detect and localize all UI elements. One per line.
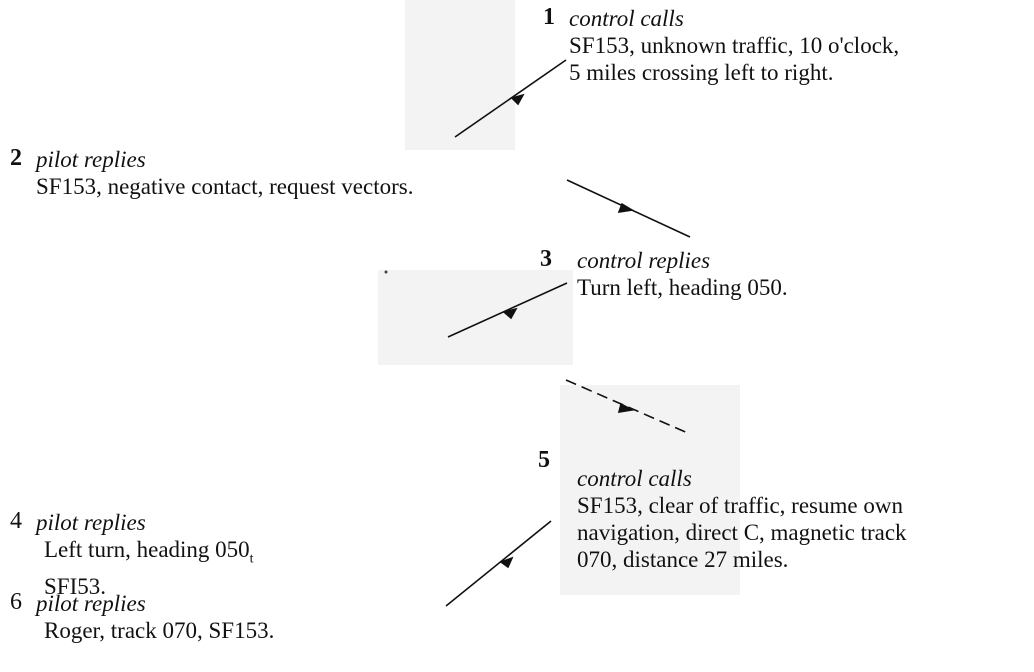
message-line-4-1: Left turn, heading 050t bbox=[36, 536, 254, 573]
track-line-4 bbox=[565, 379, 691, 435]
traffic-track-1 bbox=[454, 59, 567, 138]
exchange-6: pilot replies Roger, track 070, SF153. bbox=[36, 590, 274, 644]
message-line-5-2: navigation, direct C, magnetic track bbox=[577, 520, 907, 545]
message-line-2-1: SF153, negative contact, request vectors… bbox=[36, 174, 414, 199]
exchange-4: pilot replies Left turn, heading 050t SF… bbox=[36, 509, 254, 600]
track-line-1 bbox=[454, 59, 567, 138]
exchange-number-1: 1 bbox=[543, 4, 555, 30]
message-line-5-3: 070, distance 27 miles. bbox=[577, 547, 789, 572]
traffic-track-4-dashed bbox=[565, 379, 691, 435]
exchange-number-2: 2 bbox=[10, 145, 22, 171]
speaker-label-3: control replies bbox=[577, 248, 711, 273]
exchange-number-4: 4 bbox=[10, 508, 22, 534]
scan-dot bbox=[384, 270, 388, 274]
arrow-head-2 bbox=[617, 202, 635, 213]
message-line-3-1: Turn left, heading 050. bbox=[577, 275, 788, 300]
exchange-3: control replies Turn left, heading 050. bbox=[577, 247, 788, 301]
speaker-label-2: pilot replies bbox=[36, 147, 146, 172]
message-line-6-1: Roger, track 070, SF153. bbox=[44, 618, 275, 643]
scan-shadow-mid bbox=[378, 270, 573, 365]
exchange-number-6: 6 bbox=[10, 589, 22, 615]
traffic-track-2 bbox=[566, 179, 691, 238]
speaker-label-6: pilot replies bbox=[36, 591, 146, 616]
traffic-track-3 bbox=[447, 282, 568, 338]
arrow-head-1 bbox=[510, 93, 525, 106]
message-line-5-1: SF153, clear of traffic, resume own bbox=[577, 493, 903, 518]
track-line-3 bbox=[447, 282, 568, 338]
track-line-5 bbox=[445, 520, 552, 607]
exchange-5: control calls SF153, clear of traffic, r… bbox=[577, 465, 1023, 573]
exchange-number-5: 5 bbox=[538, 447, 550, 473]
arrow-head-3 bbox=[502, 307, 518, 320]
exchange-2: pilot replies SF153, negative contact, r… bbox=[36, 146, 413, 200]
arrow-head-5 bbox=[499, 556, 514, 569]
exchange-number-3: 3 bbox=[540, 246, 552, 272]
speaker-label-5: control calls bbox=[577, 466, 692, 491]
message-line-4-2: SFI53. bbox=[44, 573, 106, 599]
message-line-4-1-text: Left turn, heading 050 bbox=[44, 537, 250, 562]
subscript-mark: t bbox=[249, 551, 254, 567]
message-line-1-1: SF153, unknown traffic, 10 o'clock, bbox=[569, 33, 900, 58]
message-line-1-2: 5 miles crossing left to right. bbox=[569, 60, 834, 85]
speaker-label-1: control calls bbox=[569, 6, 684, 31]
arrow-head-4 bbox=[617, 402, 635, 413]
speaker-label-4: pilot replies bbox=[36, 510, 146, 535]
scan-shadow-top bbox=[405, 0, 515, 150]
traffic-track-5 bbox=[445, 520, 552, 607]
scan-shadow-low bbox=[560, 385, 740, 595]
exchange-1: control calls SF153, unknown traffic, 10… bbox=[569, 5, 899, 86]
